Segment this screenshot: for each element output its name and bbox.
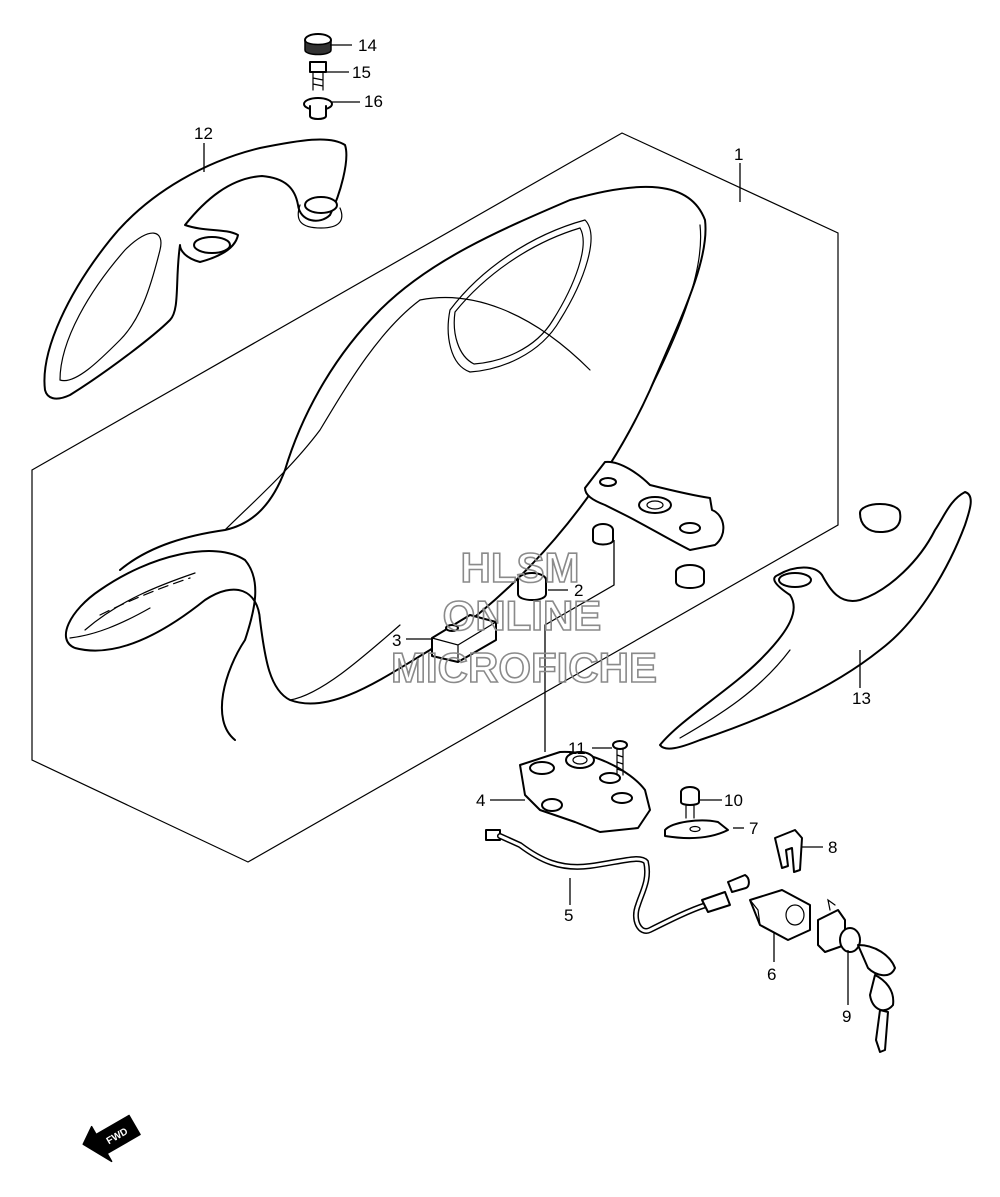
cable-part[interactable]	[485, 829, 750, 934]
damper-part[interactable]	[517, 572, 547, 601]
callout-7: 7	[749, 819, 758, 838]
callout-16: 16	[364, 92, 383, 111]
callout-9: 9	[842, 1007, 851, 1026]
watermark: HLSM ONLINE MICROFICHE	[390, 543, 658, 692]
lock-bracket-part[interactable]	[749, 889, 811, 941]
watermark-line-2: ONLINE	[443, 592, 602, 639]
callout-labels: 1 2 3 4 5 6 7 8 9 10 11 12 13 14 15 16	[194, 36, 871, 1026]
callout-3: 3	[392, 631, 401, 650]
callout-10: 10	[724, 791, 743, 810]
seat-bracket[interactable]	[584, 460, 725, 551]
bolt-part[interactable]	[309, 61, 327, 91]
collar-part[interactable]	[303, 97, 333, 120]
watermark-line-1: HLSM	[461, 544, 580, 591]
flange-bolt-part[interactable]	[680, 786, 700, 819]
spring-clip-part[interactable]	[774, 829, 803, 873]
callout-13: 13	[852, 689, 871, 708]
seat-lock-base[interactable]	[519, 750, 651, 833]
grab-rail-left[interactable]	[43, 138, 348, 400]
callout-11: 11	[568, 739, 586, 758]
seat-assembly-box	[31, 132, 839, 863]
watermark-line-3: MICROFICHE	[391, 644, 657, 691]
lock-cylinder-part[interactable]	[817, 898, 896, 1053]
callout-1: 1	[734, 145, 743, 164]
leader-lines	[203, 44, 861, 1005]
callout-6: 6	[767, 965, 776, 984]
callout-12: 12	[194, 124, 213, 143]
forward-arrow-icon: FWD	[82, 1114, 141, 1163]
nut-part[interactable]	[592, 523, 614, 546]
callout-4: 4	[476, 791, 485, 810]
callout-8: 8	[828, 838, 837, 857]
grab-rail-right[interactable]	[659, 491, 972, 750]
clip-part[interactable]	[664, 819, 729, 839]
screw-part[interactable]	[612, 740, 628, 776]
callout-5: 5	[564, 906, 573, 925]
block-part[interactable]	[431, 614, 497, 663]
callout-14: 14	[358, 36, 377, 55]
cap-part[interactable]	[304, 33, 332, 56]
cushion-part[interactable]	[675, 564, 705, 589]
callout-15: 15	[352, 63, 371, 82]
callout-2: 2	[574, 581, 583, 600]
